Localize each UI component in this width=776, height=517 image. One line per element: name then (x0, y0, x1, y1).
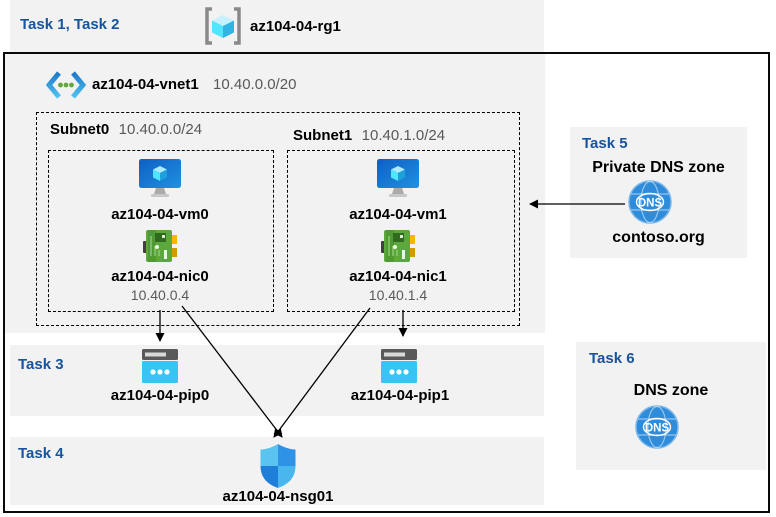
vm0-name: az104-04-vm0 (111, 206, 209, 223)
public-ip-icon (381, 349, 417, 387)
public-ip-icon (142, 349, 178, 387)
dns-zone-title: DNS zone (633, 382, 709, 399)
task5-panel: Task 5 Private DNS zone DNS contoso.org (570, 127, 747, 258)
dns-globe-icon: DNS (628, 180, 672, 224)
nic1-name: az104-04-nic1 (349, 268, 447, 285)
nsg-name: az104-04-nsg01 (222, 488, 334, 505)
task5-label: Task 5 (582, 135, 628, 152)
pip0-name: az104-04-pip0 (110, 387, 210, 404)
subnet1-cidr: 10.40.1.0/24 (361, 127, 446, 144)
vnet-cidr: 10.40.0.0/20 (213, 76, 297, 93)
subnet1-box (287, 150, 515, 312)
nic1-ip: 10.40.1.4 (368, 287, 428, 303)
task1-task2-panel: Task 1, Task 2 az104-04-rg1 (10, 0, 544, 52)
subnet0-box (48, 150, 274, 312)
resource-group-icon (203, 6, 243, 46)
subnet0-cidr: 10.40.0.0/24 (118, 121, 203, 138)
vm-icon (376, 158, 420, 200)
task4-label: Task 4 (18, 445, 64, 462)
private-dns-zone-name: contoso.org (612, 229, 705, 246)
vnet-name: az104-04-vnet1 (92, 76, 199, 93)
resource-group-name: az104-04-rg1 (250, 18, 341, 35)
nic-icon (143, 228, 177, 264)
task6-label: Task 6 (589, 350, 635, 367)
task1-task2-label: Task 1, Task 2 (20, 16, 120, 33)
nsg-shield-icon (258, 443, 298, 489)
task3-label: Task 3 (18, 356, 64, 373)
subnet1-name: Subnet1 (293, 127, 353, 144)
subnet0-name: Subnet0 (50, 121, 110, 138)
dns-icon-text: DNS (645, 423, 670, 435)
task4-panel: Task 4 az104-04-nsg01 (10, 437, 544, 505)
vnet-region (5, 54, 545, 333)
virtual-network-icon (46, 70, 86, 100)
vm1-name: az104-04-vm1 (349, 206, 447, 223)
nic0-ip: 10.40.0.4 (130, 287, 190, 303)
pip1-name: az104-04-pip1 (350, 387, 450, 404)
subnet0-label: Subnet0 10.40.0.0/24 (50, 121, 202, 139)
dns-icon-text: DNS (638, 198, 663, 210)
task3-panel: Task 3 az104-04-pip0 az104-04-pip1 (10, 345, 544, 416)
nic0-name: az104-04-nic0 (111, 268, 209, 285)
nic-icon (381, 228, 415, 264)
task6-panel: Task 6 DNS zone DNS (576, 342, 766, 470)
private-dns-zone-title: Private DNS zone (592, 159, 725, 176)
vm-icon (138, 158, 182, 200)
dns-globe-icon: DNS (635, 405, 679, 449)
subnet1-label: Subnet1 10.40.1.0/24 (293, 127, 445, 145)
